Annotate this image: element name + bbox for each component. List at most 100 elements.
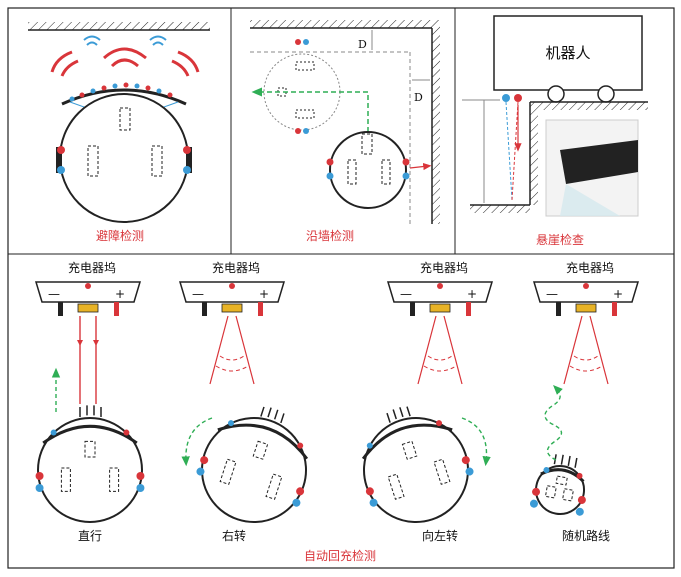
- right-wheel: [265, 473, 283, 500]
- ir-signal-waves: [569, 355, 603, 372]
- dock-ir-dot: [583, 283, 589, 289]
- side-sensor: [369, 498, 378, 507]
- robot-turning-left: [361, 406, 474, 523]
- caster-wheel: [119, 107, 131, 131]
- robot-bumper: [42, 424, 138, 445]
- dock-minus: —: [546, 287, 558, 301]
- path-random-route: [544, 385, 563, 461]
- mode-label-turn-right: 右转: [222, 528, 246, 543]
- left-wheel: [87, 145, 99, 177]
- front-sensor: [227, 420, 234, 427]
- dock-negative-contact: [58, 302, 63, 316]
- dock-positive-contact: [114, 302, 119, 316]
- dock-negative-contact: [202, 302, 207, 316]
- ir-signal-cone: [209, 315, 255, 385]
- robot-body: [329, 131, 407, 209]
- obstacle-panel: 避障检测: [28, 22, 210, 243]
- dock-emitter: [77, 303, 99, 313]
- right-wheel: [433, 458, 451, 485]
- bumper-sensors: [69, 82, 173, 102]
- dock-emitter: [429, 303, 451, 313]
- front-sensor: [123, 429, 130, 436]
- side-sensor: [292, 498, 301, 507]
- caster-wheel: [555, 475, 568, 486]
- dock-negative-contact: [556, 302, 561, 316]
- dock-plus: +: [259, 287, 269, 301]
- mode-label-random: 随机路线: [562, 528, 610, 543]
- dock-plus: +: [613, 287, 623, 301]
- charging-dock: 充电器坞 — +: [532, 260, 640, 385]
- side-sensor: [35, 472, 44, 480]
- caster-wheel: [252, 440, 269, 460]
- dock-label: 充电器坞: [68, 260, 116, 275]
- ir-signal-cone: [417, 315, 463, 385]
- dock-emitter: [221, 303, 243, 313]
- side-sensor: [461, 456, 470, 465]
- front-sensor: [366, 442, 373, 449]
- side-sensor: [296, 487, 305, 496]
- dock-emitter: [575, 303, 597, 313]
- distance-label-side: D: [414, 91, 423, 104]
- robot-body: [37, 417, 143, 523]
- mode-label-straight: 直行: [78, 529, 102, 543]
- dock-label: 充电器坞: [566, 260, 614, 275]
- dock-minus: —: [192, 287, 204, 301]
- dock-ir-dot: [229, 283, 235, 289]
- side-sensor: [196, 467, 205, 476]
- wall-panel: D D 沿墙检测: [250, 20, 440, 243]
- robot-label: 机器人: [545, 44, 590, 62]
- dock-minus: —: [400, 287, 412, 301]
- path-right-turn-arrow: [181, 417, 213, 467]
- ir-signal-waves: [423, 355, 457, 372]
- left-wheel: [219, 458, 237, 485]
- ultrasonic-waves: [50, 35, 200, 77]
- front-sensor: [297, 442, 304, 449]
- robot-bumper: [361, 423, 453, 460]
- side-sensor: [577, 495, 586, 504]
- dock-body: [386, 281, 494, 303]
- robot-bumper: [217, 423, 309, 460]
- robot-body: [363, 417, 469, 523]
- right-wheel: [151, 145, 163, 177]
- path-left-turn-arrow: [461, 417, 491, 467]
- side-sensor: [35, 484, 44, 492]
- dock-positive-contact: [466, 302, 471, 316]
- dock-label: 充电器坞: [420, 260, 468, 275]
- robot-straight: [35, 405, 145, 523]
- robot-random-route: [529, 454, 586, 516]
- caster-wheel: [401, 440, 418, 460]
- side-sensor: [529, 499, 538, 508]
- side-sensor: [365, 487, 374, 496]
- recharge-caption: 自动回充检测: [304, 548, 376, 563]
- dock-ir-dot: [437, 283, 443, 289]
- wall-caption: 沿墙检测: [306, 228, 354, 243]
- dock-body: [34, 281, 142, 303]
- receiver-array: [79, 405, 102, 417]
- charging-dock: 充电器坞 — +: [386, 260, 494, 385]
- side-sensor: [465, 467, 474, 476]
- robot-turning-right: [196, 406, 309, 523]
- dock-minus: —: [48, 287, 60, 301]
- side-sensor: [200, 456, 209, 465]
- robot-body: [59, 93, 189, 223]
- charging-dock: 充电器坞 — +: [34, 260, 142, 404]
- ir-signal-cone: [563, 315, 609, 385]
- cliff-panel: 机器人 悬崖检查: [462, 15, 648, 247]
- mode-label-turn-left: 向左转: [422, 528, 458, 543]
- right-wheel: [109, 467, 120, 492]
- dock-plus: +: [115, 287, 125, 301]
- dock-plus: +: [467, 287, 477, 301]
- distance-label-top: D: [358, 38, 367, 51]
- dock-label: 充电器坞: [212, 260, 260, 275]
- robot-body: [535, 465, 585, 515]
- front-sensor: [576, 472, 583, 479]
- dock-positive-contact: [258, 302, 263, 316]
- robot-box: [493, 15, 643, 91]
- side-sensor: [532, 487, 541, 496]
- dock-body: [532, 281, 640, 303]
- front-sensor: [436, 420, 443, 427]
- side-sensor: [136, 484, 145, 492]
- recharge-panel: 充电器坞 — + 充电器坞 — + 充电器坞 — + 充电器坞 — + 自动回充检测 直行 右转 向左…: [34, 260, 640, 563]
- dock-ir-dot: [85, 283, 91, 289]
